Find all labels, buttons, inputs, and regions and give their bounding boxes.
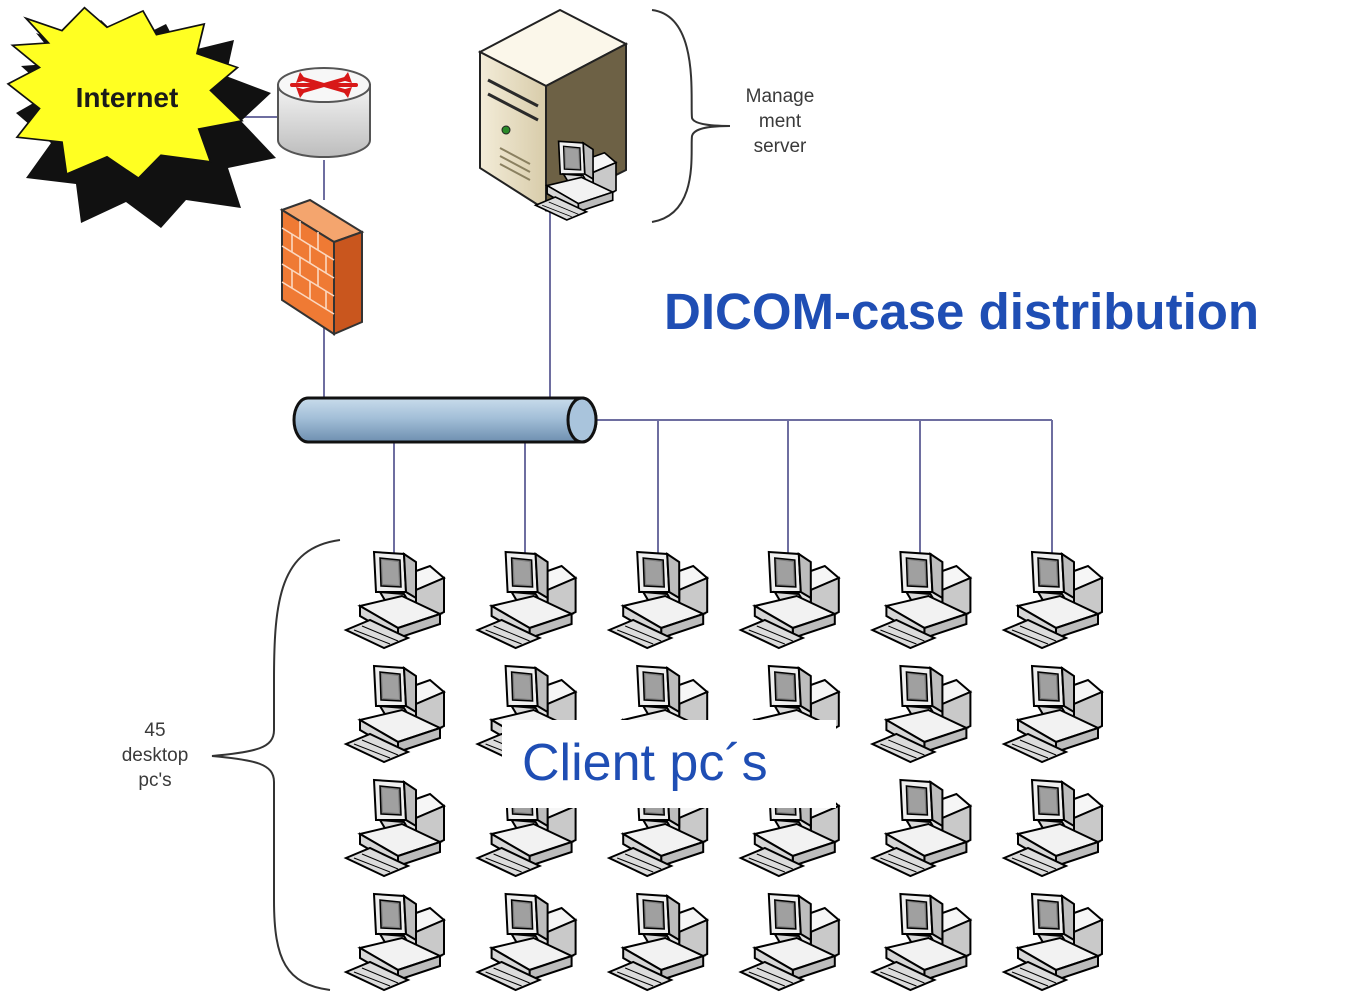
- desktop-pc-icon: [608, 893, 709, 991]
- desktop-pc-icon: [1003, 893, 1103, 991]
- desktop-count-line: pc's: [138, 770, 172, 791]
- management-server-label: Manage ment server: [730, 84, 830, 159]
- desktop-pc-icon: [1003, 779, 1103, 877]
- desktop-pc-icon: [871, 665, 972, 763]
- desktop-pc-icon: [476, 551, 577, 649]
- desktop-pc-icon: [476, 893, 577, 991]
- desktop-pc-icon: [345, 551, 445, 649]
- management-label-line: server: [753, 136, 807, 157]
- desktop-pc-icon: [345, 893, 445, 991]
- desktop-pc-icon: [871, 551, 972, 649]
- desktop-pc-icon: [345, 779, 445, 877]
- management-label-line: ment: [758, 111, 802, 132]
- desktop-count-line: desktop: [121, 745, 189, 766]
- client-brace: [211, 539, 341, 991]
- router-icon: [277, 67, 371, 158]
- client-pcs-label: Client pc´s: [522, 734, 768, 792]
- desktop-count-label: 45 desktop pc's: [105, 718, 205, 793]
- firewall-icon: [279, 198, 365, 336]
- desktop-count-line: 45: [144, 720, 166, 741]
- management-brace: [651, 9, 731, 223]
- diagram-title: DICOM-case distribution: [664, 283, 1260, 340]
- desktop-pc-icon: [1003, 551, 1103, 649]
- desktop-pc-icon: [608, 551, 709, 649]
- server-tower-icon: [477, 8, 629, 221]
- connection-lines: [238, 116, 1053, 600]
- desktop-pc-icon: [739, 551, 840, 649]
- internet-label: Internet: [75, 82, 179, 113]
- desktop-pc-icon: [871, 893, 972, 991]
- desktop-pc-icon: [1003, 665, 1103, 763]
- client-label-backdrop: [502, 720, 836, 808]
- management-label-line: Manage: [745, 86, 815, 107]
- desktop-pc-icon: [739, 893, 840, 991]
- network-bus-icon: [292, 396, 598, 444]
- desktop-pc-icon: [871, 779, 972, 877]
- internet-burst-icon: [6, 6, 276, 228]
- desktop-pc-icon: [345, 665, 445, 763]
